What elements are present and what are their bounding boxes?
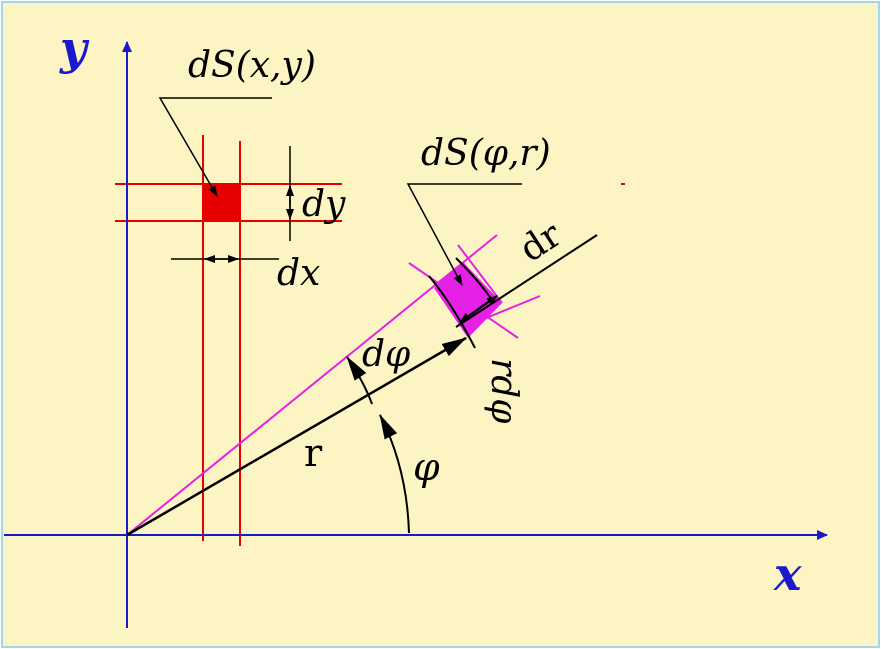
dr-axis-line: [455, 234, 598, 328]
radial-boundary-line: [457, 244, 503, 304]
radial-boundary-line: [408, 262, 519, 339]
ds-cartesian-leader: [158, 97, 272, 197]
dr-arrow: [459, 298, 493, 323]
radius-vector: [126, 336, 467, 537]
phi-label: φ: [413, 445, 440, 489]
r-dphi-label: rdφ: [483, 358, 524, 424]
arc-dphi: [346, 356, 373, 405]
radial-boundary-line: [463, 295, 541, 328]
x-axis-label: x: [773, 547, 802, 601]
dx-label: dx: [277, 253, 320, 294]
ds-polar-label: dS(φ,r): [421, 133, 551, 174]
dphi-label: dφ: [362, 334, 411, 375]
ds-polar-leader: [406, 183, 522, 286]
y-axis-label: y: [59, 21, 90, 75]
arc-phi: [379, 414, 410, 534]
radius-label: r: [304, 431, 323, 475]
dy-label: dy: [302, 184, 346, 225]
cartesian-area-element: [203, 184, 240, 221]
ds-cartesian-label: dS(x,y): [188, 45, 316, 86]
arc-r: [428, 275, 476, 349]
